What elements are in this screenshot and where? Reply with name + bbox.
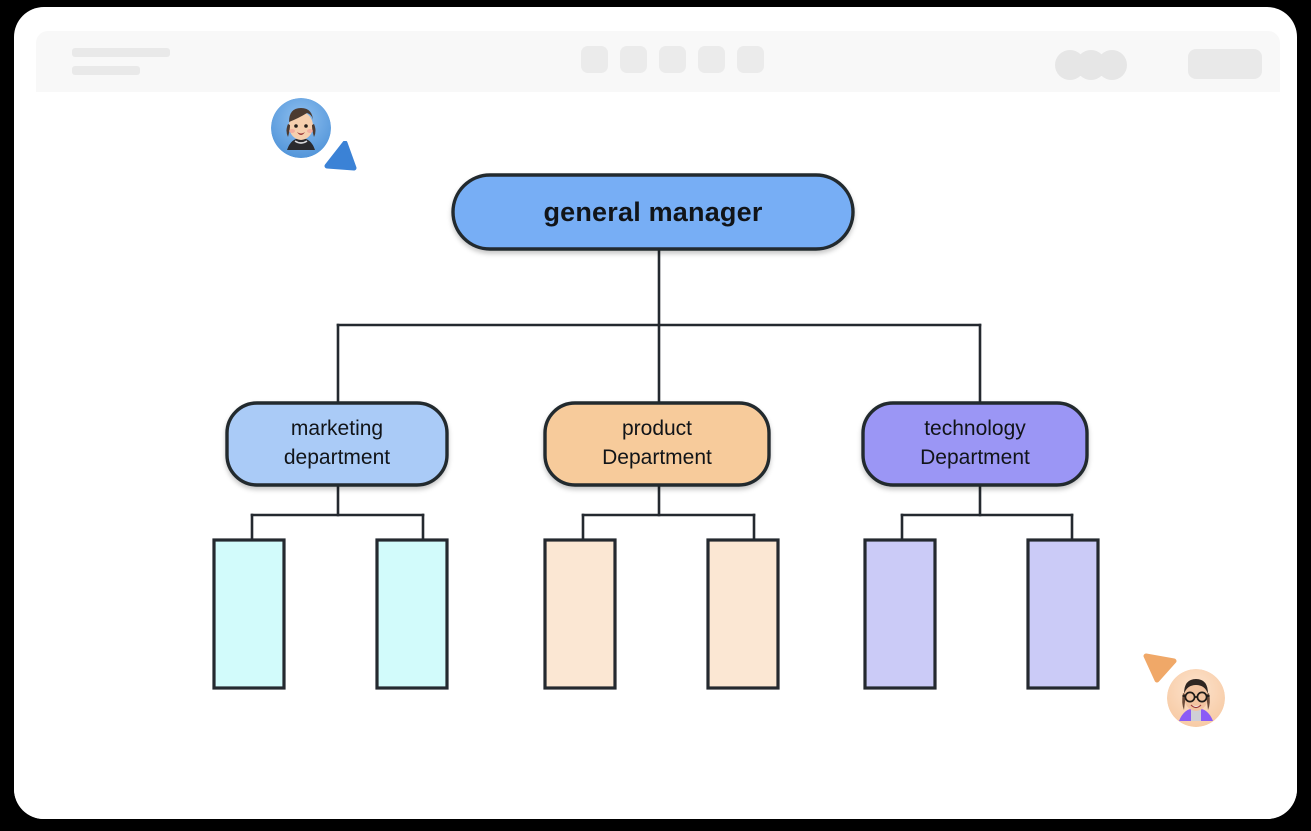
diagram-canvas[interactable]: general manager marketing department pro… <box>14 92 1297 819</box>
share-button[interactable] <box>1188 49 1262 79</box>
avatar[interactable] <box>1097 50 1127 80</box>
node-product-department[interactable] <box>543 401 771 487</box>
node-general-manager[interactable] <box>451 173 855 251</box>
leaf-marketing-1[interactable] <box>212 538 286 690</box>
toolbar <box>36 31 1280 92</box>
toolbar-subtitle-placeholder <box>72 66 140 75</box>
leaf-technology-1[interactable] <box>863 538 937 690</box>
app-window: general manager marketing department pro… <box>14 7 1297 819</box>
collaborator-avatar-one <box>271 98 331 158</box>
collaborator-cursor-two <box>1131 647 1251 742</box>
collaborator-cursor-one <box>263 94 373 184</box>
cursor-pointer-orange <box>1143 652 1179 691</box>
org-chart-svg <box>212 173 1100 690</box>
cursor-pointer-blue <box>323 140 357 178</box>
leaf-technology-2[interactable] <box>1026 538 1100 690</box>
collaborator-avatar-two <box>1167 669 1225 727</box>
node-marketing-department[interactable] <box>225 401 449 487</box>
node-technology-department[interactable] <box>861 401 1089 487</box>
connector-group <box>250 247 1074 542</box>
toolbar-tool-group <box>581 46 764 73</box>
leaf-marketing-2[interactable] <box>375 538 449 690</box>
toolbar-tool-1[interactable] <box>581 46 608 73</box>
leaf-product-1[interactable] <box>543 538 617 690</box>
toolbar-tool-5[interactable] <box>737 46 764 73</box>
toolbar-tool-3[interactable] <box>659 46 686 73</box>
toolbar-tool-4[interactable] <box>698 46 725 73</box>
leaf-product-2[interactable] <box>706 538 780 690</box>
toolbar-tool-2[interactable] <box>620 46 647 73</box>
toolbar-title-placeholder <box>72 48 170 57</box>
